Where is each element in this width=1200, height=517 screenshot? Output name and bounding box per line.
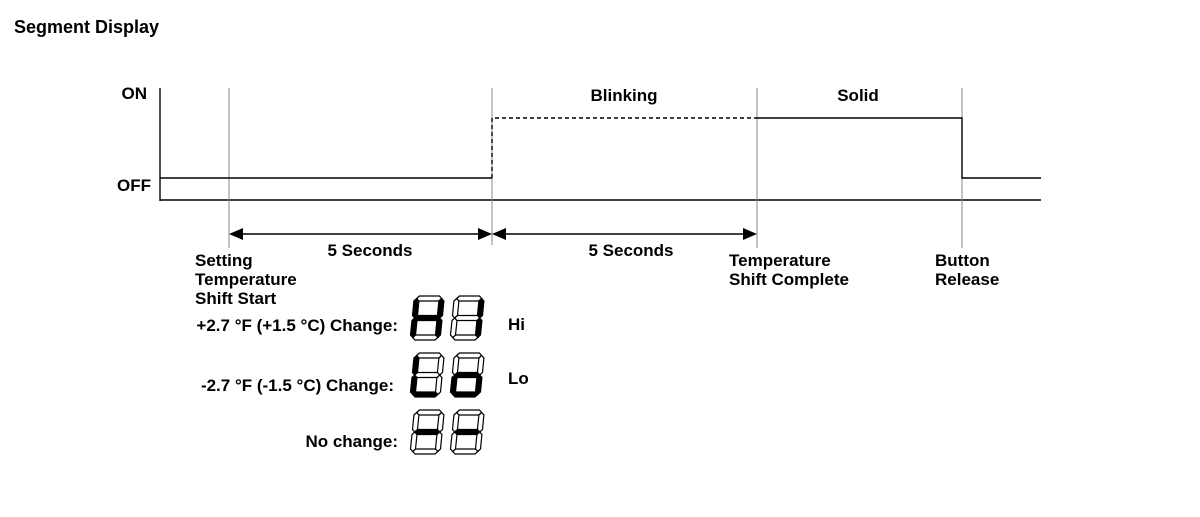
segment-b-lit xyxy=(436,297,445,319)
event-label-shift-start-line-3: Shift Start xyxy=(195,289,277,308)
change-display-label-lo: Lo xyxy=(508,369,529,388)
change-display-label-hi: Hi xyxy=(508,315,525,334)
segment-b-unlit xyxy=(436,354,445,376)
segment-e-unlit xyxy=(409,431,418,453)
phase-label-blinking: Blinking xyxy=(590,86,657,105)
interval-arrow-1-right-head xyxy=(478,228,492,240)
segment-a-unlit xyxy=(455,352,483,359)
segment-a-unlit xyxy=(455,295,483,302)
change-label-decrease: -2.7 °F (-1.5 °C) Change: xyxy=(201,376,394,395)
segment-g-lit xyxy=(413,428,441,436)
seven-segment-display-dash xyxy=(409,409,485,455)
interval-arrow-1-left-head xyxy=(229,228,243,240)
interval-label-2: 5 Seconds xyxy=(588,241,673,260)
segment-g-lit xyxy=(453,428,481,436)
digit-1 xyxy=(409,352,445,398)
phase-label-solid: Solid xyxy=(837,86,879,105)
change-label-increase: +2.7 °F (+1.5 °C) Change: xyxy=(196,316,398,335)
segment-g-unlit xyxy=(413,371,441,379)
change-label-no-change: No change: xyxy=(305,432,398,451)
segment-e-lit xyxy=(449,374,458,396)
segment-e-unlit xyxy=(449,317,458,339)
segment-d-unlit xyxy=(411,448,439,455)
interval-label-1: 5 Seconds xyxy=(327,241,412,260)
segment-a-unlit xyxy=(415,409,443,416)
digit-1 xyxy=(409,409,445,455)
segment-e-unlit xyxy=(449,431,458,453)
interval-arrow-2-right-head xyxy=(743,228,757,240)
signal-blinking-segment xyxy=(491,117,757,178)
event-label-button-release-line-2: Release xyxy=(935,270,999,289)
segment-a-unlit xyxy=(415,295,443,302)
digit-2 xyxy=(449,352,485,398)
segment-g-lit xyxy=(413,314,441,322)
interval-arrow-2-left-head xyxy=(492,228,506,240)
segment-e-lit xyxy=(409,374,418,396)
segment-d-unlit xyxy=(451,334,479,341)
event-label-button-release: Button Release xyxy=(935,251,999,289)
on-axis-label: ON xyxy=(122,84,148,103)
event-label-shift-start-line-1: Setting xyxy=(195,251,253,270)
segment-d-unlit xyxy=(451,448,479,455)
segment-b-lit xyxy=(476,297,485,319)
segment-d-unlit xyxy=(411,334,439,341)
segment-a-unlit xyxy=(415,352,443,359)
segment-g-unlit xyxy=(453,314,481,322)
diagram-title: Segment Display xyxy=(14,17,159,37)
event-label-shift-start-line-2: Temperature xyxy=(195,270,297,289)
seven-segment-display-lo xyxy=(409,352,485,398)
event-label-shift-complete-line-2: Shift Complete xyxy=(729,270,849,289)
off-axis-label: OFF xyxy=(117,176,151,195)
segment-b-unlit xyxy=(436,411,445,433)
digit-2 xyxy=(449,295,485,341)
event-label-shift-complete-line-1: Temperature xyxy=(729,251,831,270)
seven-segment-display-hi xyxy=(409,295,485,341)
digit-2 xyxy=(449,409,485,455)
segment-b-unlit xyxy=(476,354,485,376)
segment-e-lit xyxy=(409,317,418,339)
event-label-shift-complete: Temperature Shift Complete xyxy=(729,251,849,289)
event-label-button-release-line-1: Button xyxy=(935,251,990,270)
segment-b-unlit xyxy=(476,411,485,433)
event-label-shift-start: Setting Temperature Shift Start xyxy=(195,251,301,308)
segment-a-unlit xyxy=(455,409,483,416)
segment-d-lit xyxy=(451,391,479,398)
signal-solid-segment xyxy=(757,117,1041,179)
digit-1 xyxy=(409,295,445,341)
segment-d-lit xyxy=(411,391,439,398)
segment-g-lit xyxy=(453,371,481,379)
